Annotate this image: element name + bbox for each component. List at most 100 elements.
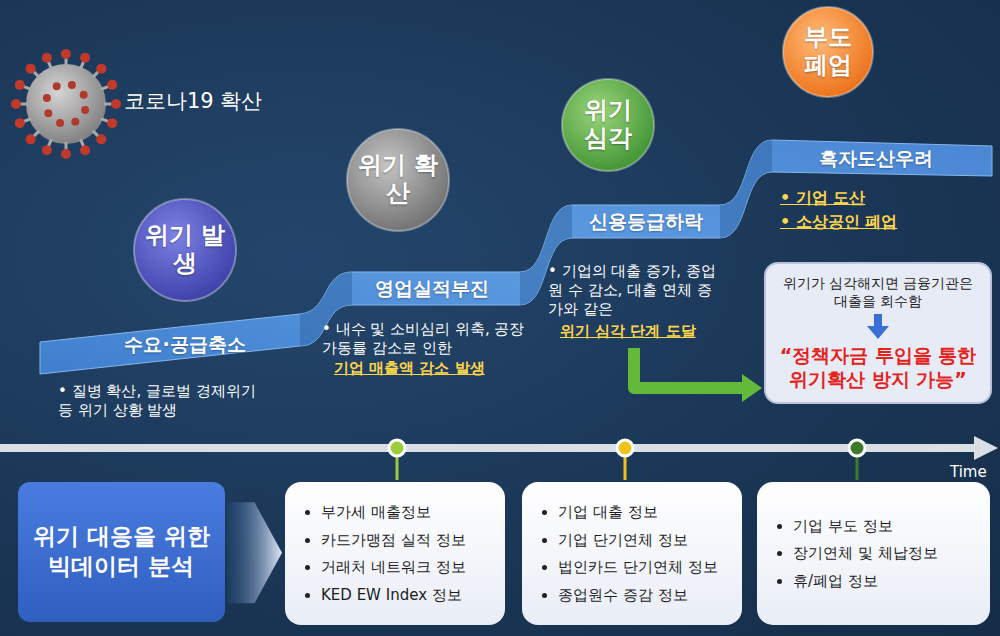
virus-spike-tip bbox=[107, 118, 117, 128]
virus-spot bbox=[68, 81, 76, 89]
stage-name: 위기 확산 bbox=[346, 152, 450, 207]
circle-fill bbox=[347, 129, 449, 231]
circle-shape bbox=[133, 198, 237, 302]
virus-spike-tip bbox=[26, 134, 36, 144]
circle-shape bbox=[346, 128, 450, 232]
list-row: 휴/폐업 정보 bbox=[769, 571, 978, 592]
chevron-arrow bbox=[227, 502, 282, 603]
virus-spot bbox=[71, 118, 79, 126]
list-row: 기업 단기연체 정보 bbox=[534, 530, 730, 551]
timeline-dot bbox=[617, 440, 633, 456]
virus-spike-tip bbox=[42, 145, 52, 155]
list-row: 기업 부도 정보 bbox=[769, 516, 978, 537]
data-list-box: 기업 부도 정보장기연체 및 체납정보휴/폐업 정보 bbox=[757, 482, 990, 625]
circle-fill bbox=[134, 199, 236, 301]
band-text: 흑자도산우려 bbox=[819, 146, 933, 172]
list-item-text: 카드가맹점 실적 정보 bbox=[321, 531, 466, 549]
list-item-text: 장기연체 및 체납정보 bbox=[793, 544, 938, 562]
virus-spike-tip bbox=[61, 49, 71, 59]
circle-fill bbox=[562, 79, 654, 171]
ribbon-label-band: 영업실적부진 bbox=[375, 276, 489, 302]
data-list-box: 기업 대출 정보기업 단기연체 정보법인카드 단기연체 정보종업원수 증감 정보 bbox=[522, 482, 742, 625]
circle-fill bbox=[783, 7, 873, 97]
down-arrow bbox=[866, 314, 890, 340]
list-row: 법인카드 단기연체 정보 bbox=[534, 557, 730, 578]
stage-note: • 기업의 대출 증가, 종업원 수 감소, 대출 연체 증가와 같은 bbox=[548, 262, 726, 319]
stage-name: 부도 폐업 bbox=[782, 24, 874, 79]
ribbon-label-band: 신용등급하락 bbox=[589, 209, 703, 235]
virus-spot bbox=[43, 94, 51, 102]
stage-highlight: • 기업 도산 bbox=[780, 188, 865, 208]
list-row: 카드가맹점 실적 정보 bbox=[297, 530, 493, 551]
timeline-dot bbox=[389, 440, 405, 456]
stage-highlight: • 소상공인 폐업 bbox=[780, 212, 897, 232]
virus-spike-tip bbox=[80, 53, 90, 63]
bullet-dot bbox=[305, 565, 310, 570]
list-item-text: 휴/폐업 정보 bbox=[793, 572, 878, 590]
list-row: 종업원수 증감 정보 bbox=[534, 585, 730, 606]
list-item-text: 부가세 매출정보 bbox=[321, 503, 431, 521]
virus-spike-tip bbox=[26, 64, 36, 74]
bullet-dot bbox=[305, 510, 310, 515]
list-row: 부가세 매출정보 bbox=[297, 502, 493, 523]
virus-spot bbox=[56, 119, 64, 127]
list-item-text: 법인카드 단기연체 정보 bbox=[558, 558, 718, 576]
stage-highlight: 기업 매출액 감소 발생 bbox=[334, 359, 485, 378]
axis-label: Time bbox=[950, 463, 987, 482]
timeline-axis bbox=[0, 444, 978, 452]
list-item-text: KED EW Index 정보 bbox=[321, 586, 462, 604]
virus-spot bbox=[81, 106, 89, 114]
list-item-text: 기업 대출 정보 bbox=[558, 503, 658, 521]
virus-body bbox=[26, 64, 106, 144]
timeline-dot bbox=[849, 440, 865, 456]
list-row: KED EW Index 정보 bbox=[297, 585, 493, 606]
bullet-dot bbox=[542, 510, 547, 515]
virus-spike-tip bbox=[11, 99, 21, 109]
bullet-dot bbox=[777, 579, 782, 584]
stage-circle: 위기 발생 bbox=[133, 198, 237, 302]
list-item-text: 기업 단기연체 정보 bbox=[558, 531, 688, 549]
list-item-text: 기업 부도 정보 bbox=[793, 517, 893, 535]
virus-spike-tip bbox=[42, 53, 52, 63]
list-row: 장기연체 및 체납정보 bbox=[769, 543, 978, 564]
virus-spot bbox=[53, 82, 61, 90]
virus-spike-tip bbox=[107, 80, 117, 90]
list-row: 기업 대출 정보 bbox=[534, 502, 730, 523]
virus-spike-tip bbox=[15, 118, 25, 128]
timeline-head bbox=[974, 436, 998, 460]
band-text: 수요·공급축소 bbox=[124, 332, 245, 358]
stage-circle: 부도 폐업 bbox=[782, 6, 874, 98]
stage-name: 위기 심각 bbox=[561, 97, 655, 152]
virus-spike-tip bbox=[96, 64, 106, 74]
band-text: 신용등급하락 bbox=[589, 209, 703, 235]
stage-note: • 내수 및 소비심리 위축, 공장 가동률 감소로 인한 bbox=[322, 320, 532, 358]
virus-spike-tip bbox=[61, 149, 71, 159]
list-item-text: 거래처 네트워크 정보 bbox=[321, 558, 466, 576]
stage-name: 위기 발생 bbox=[133, 222, 237, 277]
box-title: 위기 대응을 위한 빅데이터 분석 bbox=[28, 522, 215, 582]
bullet-dot bbox=[542, 538, 547, 543]
bullet-dot bbox=[777, 551, 782, 556]
bullet-dot bbox=[777, 524, 782, 529]
stage-highlight: 위기 심각 단계 도달 bbox=[560, 322, 696, 341]
callout-highlight: “정책자금 투입을 통한 위기확산 방지 가능” bbox=[778, 344, 978, 392]
callout-note: 위기가 심각해지면 금융기관은 대출을 회수함 bbox=[778, 274, 978, 310]
virus-spot bbox=[44, 109, 52, 117]
virus-illustration bbox=[11, 49, 121, 159]
virus-spike-tip bbox=[80, 145, 90, 155]
analysis-box: 위기 대응을 위한 빅데이터 분석 bbox=[18, 482, 225, 622]
bullet-dot bbox=[305, 593, 310, 598]
virus-spike-tip bbox=[111, 99, 121, 109]
stage-note: • 질병 확산, 글로벌 경제위기 등 위기 상황 발생 bbox=[58, 382, 273, 420]
stage-circle: 위기 심각 bbox=[561, 78, 655, 172]
band-text: 영업실적부진 bbox=[375, 276, 489, 302]
bullet-dot bbox=[542, 593, 547, 598]
down-arrow-shape bbox=[867, 314, 889, 339]
virus-spike-tip bbox=[96, 134, 106, 144]
stage-circle: 위기 확산 bbox=[346, 128, 450, 232]
illustration-caption: 코로나19 확산 bbox=[124, 88, 262, 115]
ribbon-label-band: 수요·공급축소 bbox=[124, 332, 245, 358]
